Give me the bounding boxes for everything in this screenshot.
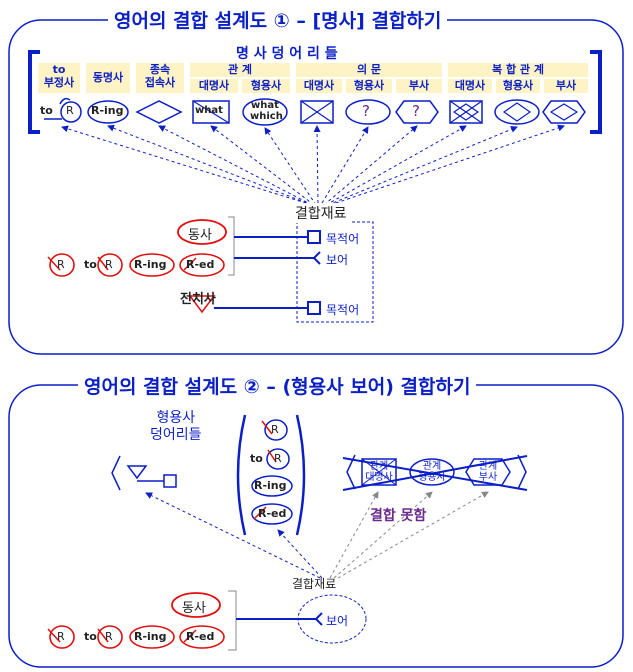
x-box <box>300 100 334 124</box>
adjective-group-title: 형용사 덩어리들 <box>150 410 202 443</box>
form2-to-R: R <box>105 630 113 643</box>
ring-text: R-ing <box>91 104 124 117</box>
ring-oval <box>87 100 129 124</box>
form2-to: to <box>84 630 97 643</box>
adj-bracket <box>111 455 121 491</box>
right-bracket <box>590 50 602 134</box>
form-R-ing: R-ing <box>134 258 167 271</box>
section2-title: 영어의 결합 설계도 ② – (형용사 보어) 결합하기 <box>78 372 477 399</box>
to-R-oval <box>60 101 82 123</box>
header-cmp-pronoun: 대명사 <box>448 79 492 93</box>
header-cmp-adverb: 부사 <box>544 79 588 93</box>
header-cmp-adjective: 형용사 <box>496 79 540 93</box>
to-text: to <box>40 104 53 117</box>
noun-group-title: 명 사 덩 어 리 들 <box>232 43 342 63</box>
verb-label-2: 동사 <box>182 601 206 616</box>
header-rel-pronoun: 대명사 <box>190 79 238 93</box>
crossed-rel-adjective: 관계 형용사 <box>418 461 446 483</box>
cannot-combine-label: 결합 못함 <box>370 508 427 524</box>
form2-R-ed: R-ed <box>186 630 215 643</box>
cmp-oval <box>494 99 540 125</box>
what-box <box>192 100 230 124</box>
section1-title: 영어의 결합 설계도 ① – [명사] 결합하기 <box>108 6 448 33</box>
cross-line-2 <box>342 455 528 491</box>
header-relative: 관 계 <box>190 63 290 77</box>
preposition-label: 전치사 <box>180 292 216 307</box>
material-arrows-1 <box>61 124 565 206</box>
header-int-adjective: 형용사 <box>346 79 392 93</box>
complement-label: 보어 <box>326 614 349 628</box>
question-mark-1: ? <box>362 102 370 120</box>
header-int-adverb: 부사 <box>396 79 442 93</box>
left-bracket <box>28 50 40 134</box>
form2-R-ing: R-ing <box>134 630 167 643</box>
header-to-infinitive: to 부정사 <box>38 63 80 93</box>
stack-to-R: R <box>274 452 282 465</box>
header-int-pronoun: 대명사 <box>296 79 342 93</box>
slot-obj1-box <box>307 230 321 244</box>
crossed-rel-pronoun: 관계 대명사 <box>365 461 393 483</box>
verb-label-1: 동사 <box>188 228 212 243</box>
cmp-box <box>449 100 483 124</box>
stack-R-ing: R-ing <box>254 479 287 492</box>
header-interrogative: 의 문 <box>296 63 442 77</box>
R-text: R <box>66 104 74 117</box>
form-R: R <box>57 258 65 271</box>
what-text: what <box>195 105 223 116</box>
form-R-ed: R-ed <box>186 258 215 271</box>
cmp-hexagon <box>542 100 586 124</box>
form2-R: R <box>57 630 65 643</box>
material-label-2: 결합재료 <box>292 577 337 591</box>
header-conjunction: 종속 접속사 <box>136 63 184 93</box>
what-which-oval <box>242 98 288 126</box>
section2-frame <box>8 384 624 668</box>
preposition-triangle <box>188 295 216 314</box>
slot-object-2: 목적어 <box>326 303 360 317</box>
question-hexagon <box>395 100 439 124</box>
question-mark-2: ? <box>412 102 420 120</box>
material-label-1: 결합재료 <box>292 203 350 223</box>
slot-obj2-box <box>307 301 321 315</box>
slot-object-1: 목적어 <box>326 232 360 246</box>
header-gerund: 동명사 <box>86 63 130 93</box>
header-compound: 복 합 관 계 <box>448 63 588 77</box>
crossed-rel-adverb: 관계 부사 <box>478 461 498 483</box>
verb-oval-1 <box>177 219 227 245</box>
stack-R-ed: R-ed <box>258 507 287 520</box>
question-oval <box>345 99 391 125</box>
stack-R: R <box>271 423 279 436</box>
stack-to: to <box>250 452 263 465</box>
form-to-R: R <box>105 258 113 271</box>
slot-complement: 보어 <box>326 253 349 267</box>
header-rel-adjective: 형용사 <box>242 79 290 93</box>
adj-triangle <box>126 465 148 480</box>
form-to: to <box>84 258 97 271</box>
conj-diamond <box>135 100 183 124</box>
